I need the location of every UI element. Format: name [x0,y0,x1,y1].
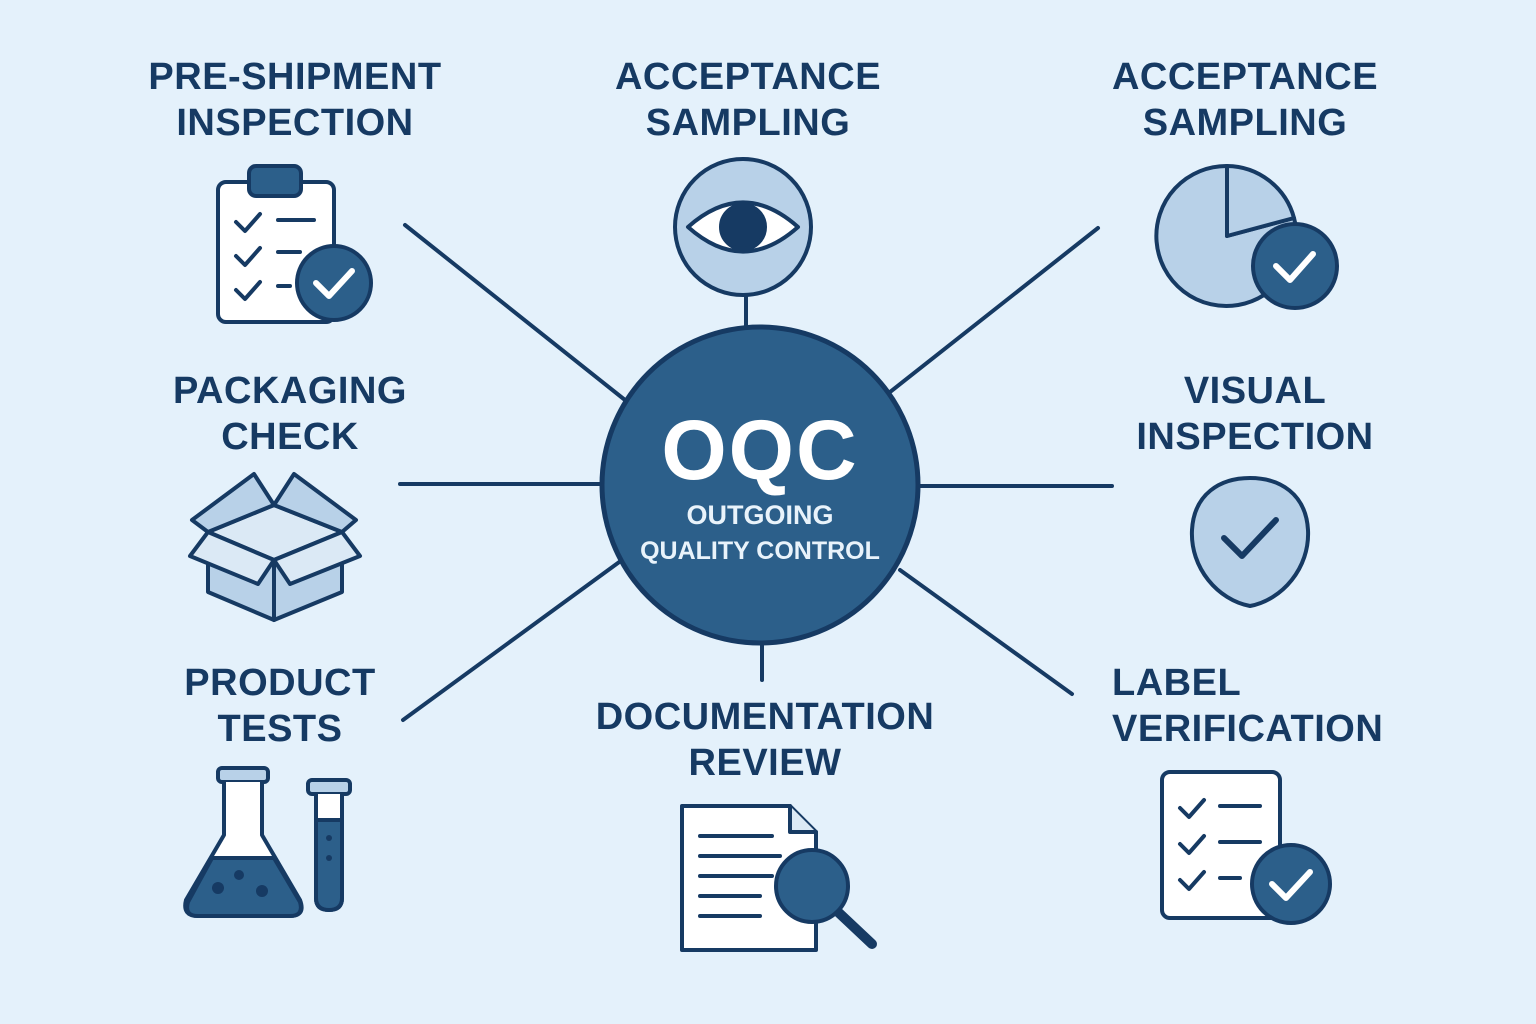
label-acceptance-sampling-right: ACCEPTANCE SAMPLING [1095,54,1395,146]
center-title: OQC [661,403,859,497]
connector-product-tests [401,558,624,722]
shield-check-icon [1189,476,1311,608]
label-line2: SAMPLING [1142,102,1348,144]
connector-acceptance-right [888,226,1100,394]
label-line2: SAMPLING [645,102,851,144]
label-line1: VISUAL [1183,370,1327,412]
label-line2: VERIFICATION [1112,708,1384,750]
connector-label [898,568,1074,696]
label-line2: REVIEW [688,742,842,784]
connector-pre-shipment [403,223,627,402]
label-line2: INSPECTION [176,102,414,144]
label-pre-shipment-inspection: PRE-SHIPMENT INSPECTION [135,54,455,146]
label-packaging-check: PACKAGING CHECK [150,368,430,460]
label-product-tests: PRODUCT TESTS [150,660,410,752]
box-icon [188,472,362,622]
label-acceptance-sampling-top: ACCEPTANCE SAMPLING [598,54,898,146]
label-label-verification: LABEL VERIFICATION [1112,660,1402,752]
connector-lines [398,223,1114,722]
eye-icon [673,157,813,297]
label-visual-inspection: VISUAL INSPECTION [1115,368,1395,460]
pie-check-icon [1154,163,1339,310]
checklist-icon [1160,770,1332,925]
center-subtitle-line1: OUTGOING [686,500,834,530]
label-line1: DOCUMENTATION [595,696,935,738]
label-line2: CHECK [221,416,359,458]
clipboard-check-icon [216,164,373,324]
label-line1: ACCEPTANCE [614,56,882,98]
center-circle [599,324,921,646]
label-line1: ACCEPTANCE [1111,56,1379,98]
label-line1: PACKAGING [173,370,407,412]
label-documentation-review: DOCUMENTATION REVIEW [575,694,955,786]
flask-tube-icon [183,766,352,918]
label-line2: INSPECTION [1136,416,1374,458]
document-search-icon [680,804,877,952]
label-line1: PRODUCT [184,662,376,704]
label-line2: TESTS [217,708,343,750]
center-subtitle-line2: QUALITY CONTROL [640,537,880,565]
label-line1: LABEL [1112,662,1242,704]
label-line1: PRE-SHIPMENT [148,56,442,98]
